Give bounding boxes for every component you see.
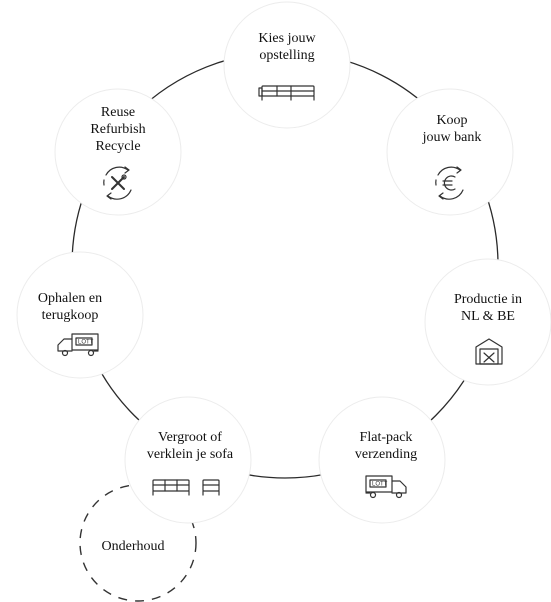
node-circle-ophalen: [16, 251, 144, 379]
sofa-resize-icon: [150, 475, 230, 499]
side-step-label-onderhoud: Onderhoud: [101, 539, 165, 554]
factory-icon: [474, 336, 504, 366]
node-circle-kies-jouw-opstelling: [223, 1, 351, 129]
truck-brand-text: LOTT: [372, 482, 388, 488]
sofa-icon: [258, 80, 318, 104]
node-circle-productie: [424, 258, 551, 386]
truck-brand-text: LOTT: [78, 340, 94, 346]
delivery-truck-icon: LOTT: [364, 474, 408, 500]
tools-cycle-icon: [98, 163, 138, 203]
node-circle-koop-jouw-bank: [386, 88, 514, 216]
node-circle-flat-pack: [318, 396, 446, 524]
euro-cycle-icon: [430, 163, 470, 203]
node-circle-reuse: [54, 88, 182, 216]
delivery-truck-icon: LOTT: [56, 332, 100, 358]
